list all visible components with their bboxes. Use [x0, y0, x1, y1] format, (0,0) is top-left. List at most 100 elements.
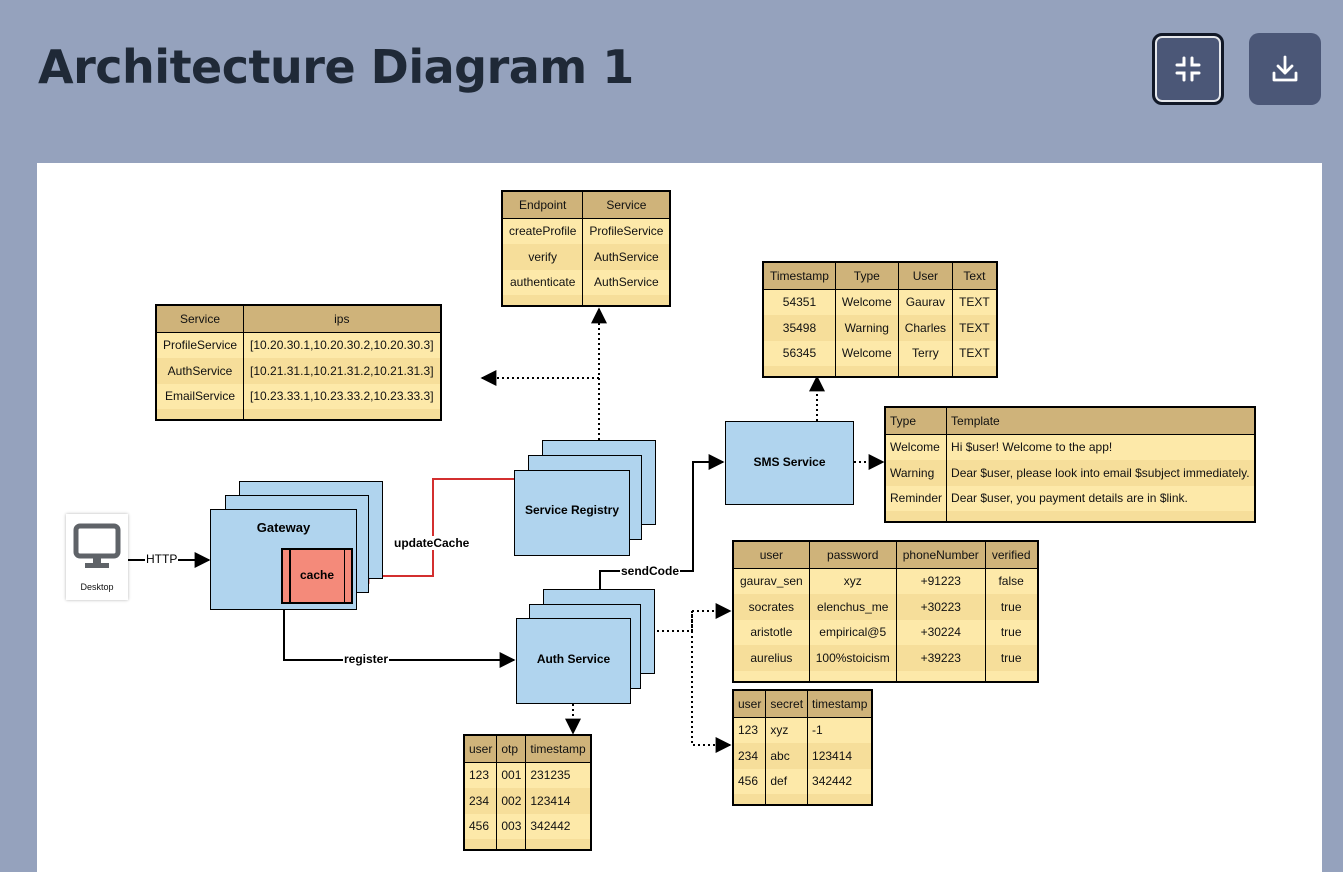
update-cache-label: updateCache [393, 536, 471, 550]
table-cell: 56345 [762, 340, 836, 366]
table-cell: -1 [807, 717, 873, 743]
table-spacer-row [732, 794, 873, 805]
column-header: Timestamp [762, 262, 836, 290]
table-cell: TEXT [952, 289, 998, 315]
send-code-label: sendCode [620, 564, 681, 578]
table-spacer-cell [501, 295, 584, 306]
table-cell: 123414 [525, 788, 592, 814]
table-cell: Warning [884, 460, 948, 486]
table-cell: false [984, 568, 1039, 594]
register-label: register [343, 652, 390, 666]
desktop-client: Desktop [66, 514, 128, 600]
table-spacer-cell [732, 794, 767, 805]
column-header: Template [946, 407, 1256, 435]
auth-to-secrets-edge [691, 611, 732, 753]
table-cell: +91223 [895, 568, 986, 594]
diagram-canvas: Desktop Gateway cache Service Registry A… [37, 163, 1322, 872]
table-cell: Charles [897, 315, 954, 341]
auth-service-node [516, 618, 631, 704]
column-header: Type [834, 262, 899, 290]
table-cell: [10.23.33.1,10.23.33.2,10.23.33.3] [243, 383, 442, 409]
column-header: Service [582, 191, 671, 219]
table-cell: empirical@5 [808, 619, 897, 645]
cache-label: cache [299, 568, 335, 582]
table-cell: TEXT [952, 340, 998, 366]
table-cell: 123 [732, 717, 767, 743]
service-registry-label: Service Registry [524, 503, 620, 517]
table-spacer-cell [807, 794, 873, 805]
table-cell: AuthService [582, 244, 671, 270]
table-spacer-cell [155, 409, 245, 420]
table-spacer-cell [762, 366, 836, 377]
table-cell: Gaurav [897, 289, 954, 315]
table-cell: abc [765, 743, 809, 769]
table-cell: 234 [732, 743, 767, 769]
register-edge [283, 605, 516, 668]
table-cell: Hi $user! Welcome to the app! [946, 434, 1256, 460]
table-cell: TEXT [952, 315, 998, 341]
column-header: secret [765, 690, 809, 718]
sms-service-node [725, 421, 854, 505]
sms-service-label: SMS Service [753, 455, 826, 469]
column-header: otp [496, 735, 527, 763]
table-cell: [10.20.30.1,10.20.30.2,10.20.30.3] [243, 332, 442, 358]
column-header: ips [243, 305, 442, 333]
table-spacer-cell [895, 670, 986, 682]
table-cell: 342442 [807, 768, 873, 794]
table-spacer-row [501, 295, 671, 306]
download-button[interactable] [1249, 33, 1321, 105]
table-cell: AuthService [582, 269, 671, 295]
table-cell: 002 [496, 788, 527, 814]
table-cell: 456 [732, 768, 767, 794]
table-cell: socrates [732, 594, 810, 620]
table-cell: Terry [897, 340, 954, 366]
table-spacer-row [732, 670, 1039, 682]
table-cell: true [984, 619, 1039, 645]
table-spacer-cell [463, 839, 498, 850]
table-row: AuthService[10.21.31.1,10.21.31.2,10.21.… [155, 358, 442, 384]
column-header: user [732, 541, 810, 569]
table-cell: true [984, 645, 1039, 671]
table-cell: elenchus_me [808, 594, 897, 620]
send-code-edge [599, 454, 725, 589]
desktop-label: Desktop [80, 582, 114, 592]
table-cell: +30224 [895, 619, 986, 645]
collapse-button[interactable] [1152, 33, 1224, 105]
table-cell: 123 [463, 762, 498, 788]
table-cell: 35498 [762, 315, 836, 341]
table-cell: 123414 [807, 743, 873, 769]
table-cell: gaurav_sen [732, 568, 810, 594]
table-spacer-cell [732, 670, 810, 682]
table-spacer-cell [952, 366, 998, 377]
table-spacer-cell [525, 839, 592, 850]
column-header: phoneNumber [895, 541, 986, 569]
column-header: user [732, 690, 767, 718]
table-cell: Welcome [834, 340, 899, 366]
table-cell: createProfile [501, 218, 584, 244]
table-spacer-cell [984, 670, 1039, 682]
column-header: password [808, 541, 897, 569]
table-cell: Dear $user, you payment details are in $… [946, 485, 1256, 511]
auth-to-users-edge [657, 603, 732, 632]
table-cell: aurelius [732, 645, 810, 671]
table-row: EmailService[10.23.33.1,10.23.33.2,10.23… [155, 383, 442, 409]
column-header: Type [884, 407, 948, 435]
